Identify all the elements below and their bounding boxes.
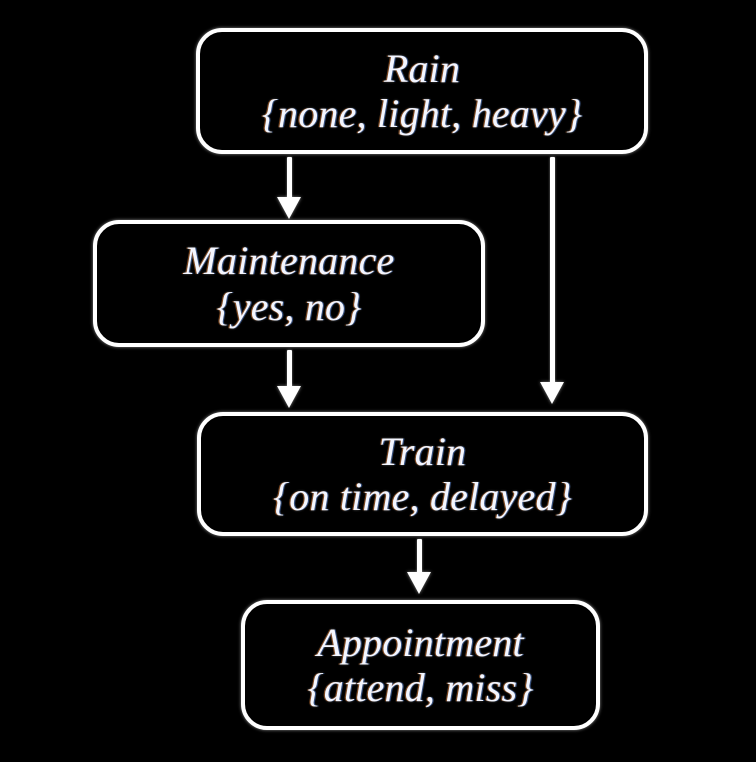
node-appointment-title: Appointment bbox=[317, 619, 524, 665]
arrowhead-down-icon bbox=[407, 572, 431, 594]
edge-line bbox=[287, 157, 292, 205]
arrowhead-down-icon bbox=[277, 386, 301, 408]
arrowhead-down-icon bbox=[277, 197, 301, 219]
edge-line bbox=[550, 157, 555, 389]
node-train[interactable]: Train {on time, delayed} bbox=[197, 412, 648, 536]
arrowhead-down-icon bbox=[540, 382, 564, 404]
node-maintenance-title: Maintenance bbox=[183, 238, 395, 284]
node-appointment-domain: {attend, miss} bbox=[307, 665, 534, 710]
edge-line bbox=[287, 350, 292, 395]
node-maintenance-domain: {yes, no} bbox=[216, 283, 362, 329]
node-rain[interactable]: Rain {none, light, heavy} bbox=[196, 28, 648, 154]
node-maintenance[interactable]: Maintenance {yes, no} bbox=[93, 220, 485, 347]
node-train-domain: {on time, delayed} bbox=[273, 474, 572, 519]
node-appointment[interactable]: Appointment {attend, miss} bbox=[241, 600, 600, 730]
node-rain-domain: {none, light, heavy} bbox=[261, 91, 583, 136]
node-train-title: Train bbox=[378, 428, 467, 474]
node-rain-title: Rain bbox=[383, 45, 461, 91]
edge-line bbox=[417, 539, 422, 581]
